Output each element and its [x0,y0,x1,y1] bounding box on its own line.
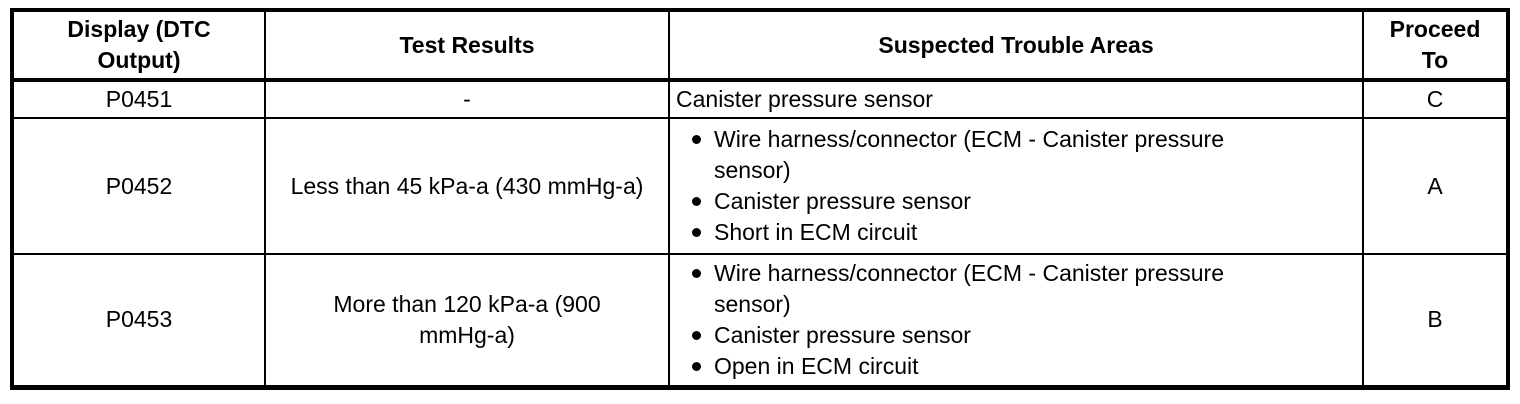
header-proceed-to: Proceed To [1362,9,1509,82]
list-item: Canister pressure sensor [688,320,1259,351]
header-trouble-areas-label: Suspected Trouble Areas [878,31,1154,58]
cell-test-results: - [264,79,670,119]
table-row-p0452: P0452 Less than 45 kPa-a (430 mmHg-a) Wi… [11,117,1509,255]
header-dtc-output: Display (DTC Output) [11,9,266,82]
cell-dtc-code: P0452 [11,117,266,255]
cell-trouble-areas: Canister pressure sensor [668,79,1364,119]
cell-trouble-areas: Wire harness/connector (ECM - Canister p… [668,117,1364,255]
header-proceed-to-label: Proceed To [1389,16,1481,73]
header-dtc-output-label: Display (DTC Output) [67,16,211,73]
trouble-areas-list: Wire harness/connector (ECM - Canister p… [676,258,1358,382]
cell-proceed-to: B [1362,253,1509,388]
header-trouble-areas: Suspected Trouble Areas [668,9,1364,82]
header-test-results: Test Results [264,9,670,82]
cell-test-results: More than 120 kPa-a (900 mmHg-a) [264,253,670,388]
list-item: Open in ECM circuit [688,351,1259,382]
trouble-area-text: Canister pressure sensor [676,86,933,112]
cell-test-results: Less than 45 kPa-a (430 mmHg-a) [264,117,670,255]
cell-dtc-code: P0453 [11,253,266,388]
cell-trouble-areas: Wire harness/connector (ECM - Canister p… [668,253,1364,388]
table-row-p0451: P0451 - Canister pressure sensor C [11,79,1509,119]
trouble-areas-list: Wire harness/connector (ECM - Canister p… [676,124,1358,248]
cell-proceed-to: A [1362,117,1509,255]
test-results-text: More than 120 kPa-a (900 mmHg-a) [333,290,601,348]
list-item: Wire harness/connector (ECM - Canister p… [688,124,1259,186]
table-row-p0453: P0453 More than 120 kPa-a (900 mmHg-a) W… [11,253,1509,388]
dtc-diagnostic-table: Display (DTC Output) Test Results Suspec… [10,8,1510,390]
cell-dtc-code: P0451 [11,79,266,119]
cell-proceed-to: C [1362,79,1509,119]
header-test-results-label: Test Results [399,31,535,58]
list-item: Short in ECM circuit [688,217,1259,248]
document-page: Display (DTC Output) Test Results Suspec… [10,8,1510,390]
header-row: Display (DTC Output) Test Results Suspec… [11,9,1509,82]
list-item: Wire harness/connector (ECM - Canister p… [688,258,1259,320]
list-item: Canister pressure sensor [688,186,1259,217]
